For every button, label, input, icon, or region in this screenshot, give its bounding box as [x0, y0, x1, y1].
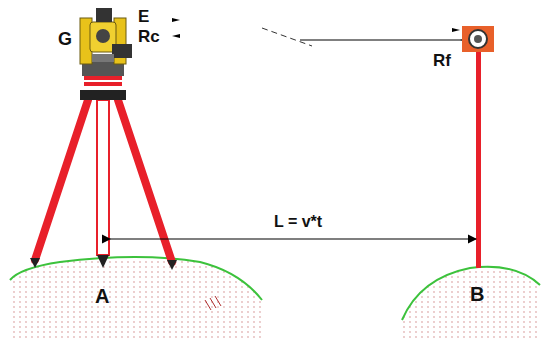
hatch — [205, 296, 221, 310]
reflector — [462, 26, 494, 268]
part-label: Rc — [138, 28, 160, 45]
tripod — [30, 76, 177, 270]
beam-dashed — [262, 28, 312, 46]
total-station — [80, 8, 132, 76]
point-label: A — [95, 286, 109, 306]
arrow — [172, 34, 180, 38]
part-label: G — [58, 30, 72, 48]
part-label: Rf — [433, 52, 451, 69]
ground-right — [402, 267, 540, 341]
part-label: E — [138, 8, 149, 25]
ground-line — [10, 257, 262, 300]
dimension-line — [110, 238, 476, 239]
ground-line — [402, 267, 540, 320]
dimension-label: L = v*t — [272, 214, 324, 230]
ground-left — [10, 257, 262, 341]
point-label: B — [470, 284, 484, 304]
arrow — [172, 18, 180, 22]
beam — [300, 40, 462, 41]
arrow — [452, 28, 460, 32]
